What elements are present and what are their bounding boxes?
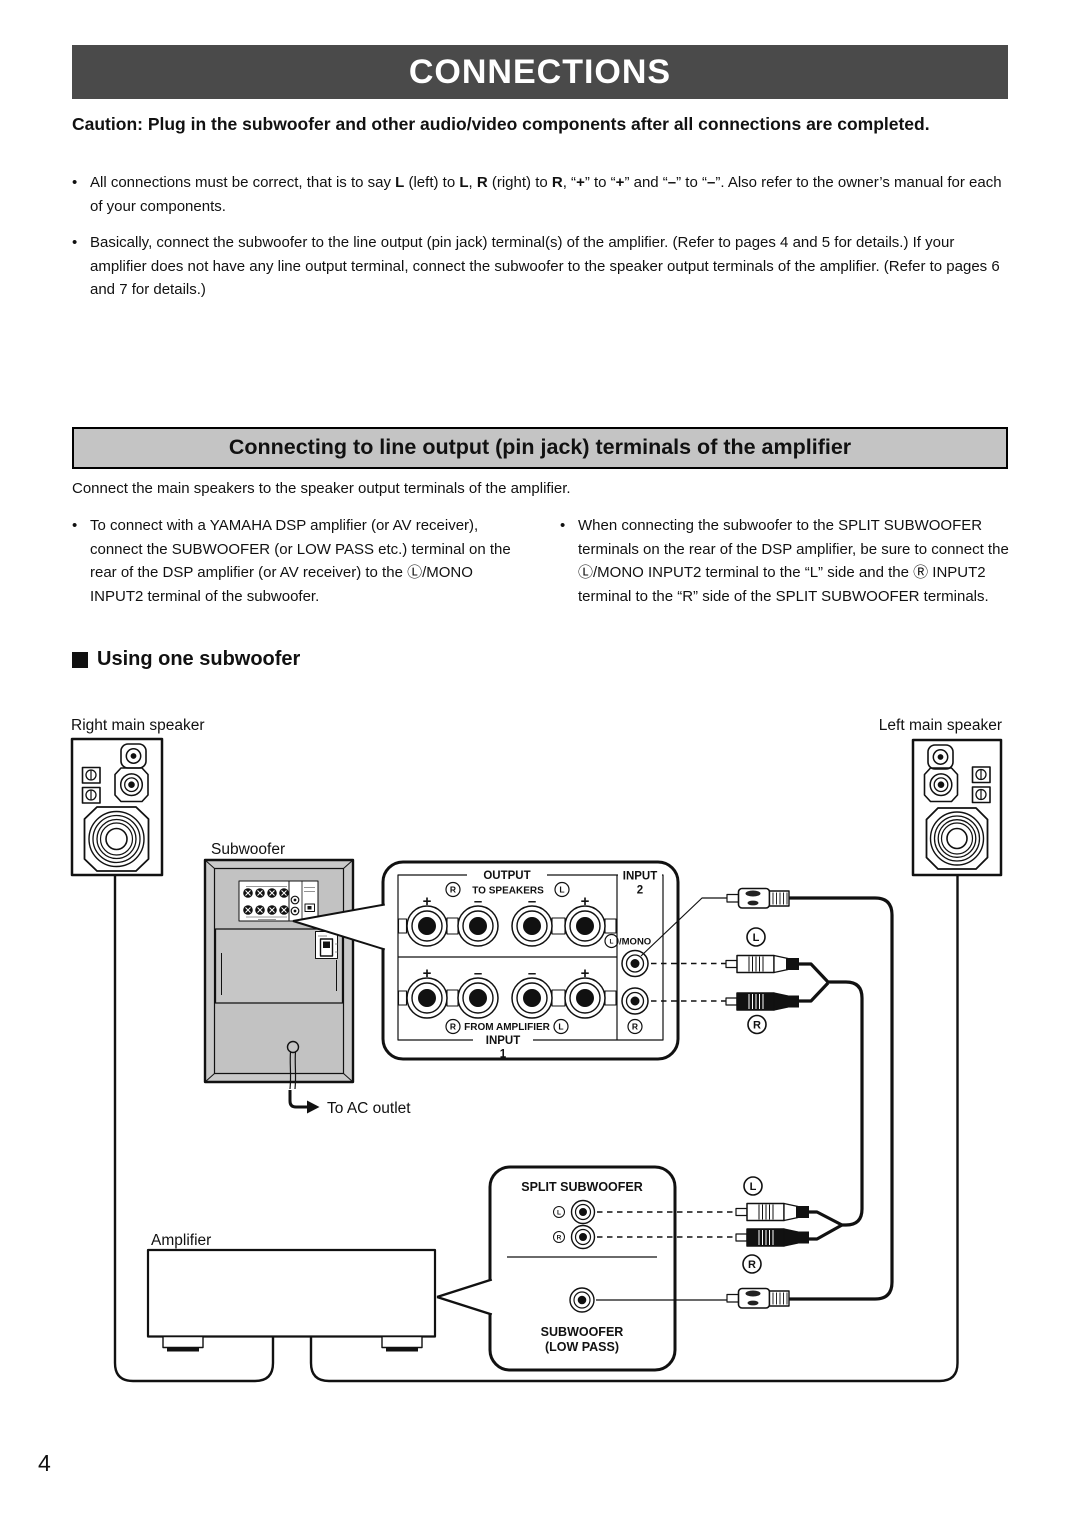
input1-label: INPUT <box>486 1035 521 1047</box>
split-subwoofer-panel: SPLIT SUBWOOFER L R SUBWOOFER (LOW PASS) <box>436 1165 677 1372</box>
speaker-output-terminals <box>397 905 617 947</box>
system-cable <box>788 896 894 1301</box>
rca-plug-r-bottom <box>735 1228 809 1247</box>
cable-channel-labels: L R L R <box>742 927 767 1274</box>
subsection-title: Using one subwoofer <box>97 648 301 670</box>
list-item: • To connect with a YAMAHA DSP amplifier… <box>72 514 530 608</box>
input2-label: INPUT <box>623 871 658 883</box>
amplifier-io-panel: OUTPUT R TO SPEAKERS L + – – + <box>292 860 680 1061</box>
left-speaker-label: Left main speaker <box>879 717 1002 734</box>
speaker-wires <box>113 875 959 1383</box>
ac-outlet-arrow-icon <box>288 1090 320 1114</box>
subwoofer-jack-label: SUBWOOFER <box>541 1325 624 1339</box>
mono-label: /MONO <box>619 937 651 948</box>
bullet-marker: • <box>560 517 566 534</box>
r-cable-label: R <box>748 1259 756 1271</box>
page-title: CONNECTIONS <box>72 45 1008 99</box>
lowpass-jack-label: (LOW PASS) <box>545 1340 619 1354</box>
split-l-jack <box>570 1199 596 1225</box>
output-label: OUTPUT <box>483 870 530 882</box>
note-text: When connecting the subwoofer to the SPL… <box>578 517 1009 605</box>
l-circle-label: L <box>557 1210 561 1217</box>
svg-text:–: – <box>474 893 482 910</box>
svg-text:–: – <box>474 965 482 982</box>
rca-plug-l-bottom <box>735 1202 809 1222</box>
bullet-marker: • <box>72 234 78 251</box>
svg-text:+: + <box>423 893 432 910</box>
bullet-marker: • <box>72 174 78 191</box>
bullet-marker: • <box>72 517 78 534</box>
power-switch <box>315 931 338 959</box>
system-plug-bottom <box>726 1287 790 1309</box>
r-circle-label: R <box>632 1022 638 1032</box>
lr-pin-cable <box>796 962 864 1241</box>
svg-text:+: + <box>581 893 590 910</box>
to-speakers-label: TO SPEAKERS <box>472 886 544 897</box>
input2-l-jack <box>621 949 649 978</box>
list-item: • All connections must be correct, that … <box>72 171 1008 218</box>
terminal-signs-row2: + – – + <box>423 965 590 982</box>
rca-plug-l-top <box>725 954 799 974</box>
l-circle-label: L <box>559 885 564 895</box>
list-item: • Basically, connect the subwoofer to th… <box>72 231 1008 302</box>
input2-r-jack <box>621 987 649 1015</box>
section-intro: Connect the main speakers to the speaker… <box>72 480 571 497</box>
l-cable-label: L <box>753 932 760 944</box>
amplifier <box>146 1248 437 1352</box>
svg-text:+: + <box>581 965 590 982</box>
caution-text: Caution: Plug in the subwoofer and other… <box>72 114 930 134</box>
terminal-signs-row1: + – – + <box>423 893 590 910</box>
r-circle-label: R <box>557 1235 562 1242</box>
connection-diagram: OUTPUT R TO SPEAKERS L + – – + <box>70 717 1003 1383</box>
svg-text:+: + <box>423 965 432 982</box>
r-circle-label: R <box>450 885 456 895</box>
subwoofer-terminal-panel <box>238 880 319 922</box>
subsection-heading: Using one subwoofer <box>72 648 300 671</box>
right-main-speaker <box>70 737 164 877</box>
notes-list: • All connections must be correct, that … <box>72 171 1008 315</box>
ac-outlet-label: To AC outlet <box>327 1100 411 1117</box>
speaker-input-terminals <box>397 977 617 1019</box>
note-text: All connections must be correct, that is… <box>90 174 1002 215</box>
list-item: • When connecting the subwoofer to the S… <box>560 514 1012 608</box>
rca-plug-r-top <box>725 992 799 1011</box>
note-text: Basically, connect the subwoofer to the … <box>90 234 1000 298</box>
diagram-labels: Right main speaker Left main speaker Sub… <box>71 717 1002 1249</box>
subwoofer-rear <box>203 858 355 1090</box>
subwoofer-label: Subwoofer <box>211 841 285 858</box>
l-circle-label: L <box>610 939 614 946</box>
l-circle-label: L <box>558 1022 563 1032</box>
connection-lines <box>596 897 735 1301</box>
note-text: To connect with a YAMAHA DSP amplifier (… <box>90 517 511 605</box>
amplifier-label: Amplifier <box>151 1232 211 1249</box>
svg-text:–: – <box>528 965 536 982</box>
r-cable-label: R <box>753 1020 761 1032</box>
lowpass-jack <box>569 1287 595 1313</box>
input2-number: 2 <box>637 885 643 897</box>
l-cable-label: L <box>750 1181 757 1193</box>
r-circle-label: R <box>450 1022 456 1032</box>
power-cord <box>286 1040 300 1090</box>
right-speaker-label: Right main speaker <box>71 717 205 734</box>
svg-text:–: – <box>528 893 536 910</box>
system-plug-top <box>726 887 790 909</box>
section-marker-icon <box>72 651 88 668</box>
from-amplifier-label: FROM AMPLIFIER <box>464 1022 551 1033</box>
left-main-speaker <box>911 738 1003 877</box>
split-subwoofer-label: SPLIT SUBWOOFER <box>521 1180 643 1194</box>
page-number: 4 <box>38 1450 51 1476</box>
split-r-jack <box>570 1224 596 1250</box>
section-title: Connecting to line output (pin jack) ter… <box>72 427 1008 469</box>
input1-number: 1 <box>500 1049 507 1061</box>
